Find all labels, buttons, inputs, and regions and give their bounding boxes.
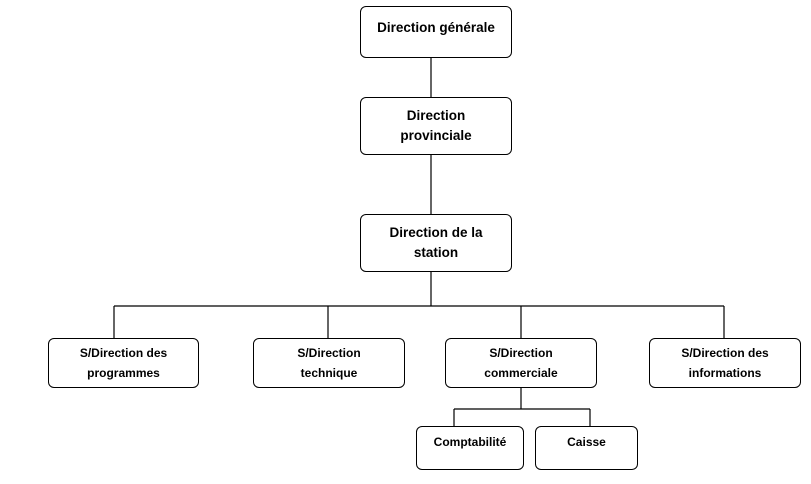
node-sdirection-informations: S/Direction des informations xyxy=(649,338,801,388)
node-direction-station: Direction de la station xyxy=(360,214,512,272)
node-direction-generale: Direction générale xyxy=(360,6,512,58)
node-sdirection-technique: S/Direction technique xyxy=(253,338,405,388)
node-comptabilite: Comptabilité xyxy=(416,426,524,470)
node-caisse: Caisse xyxy=(535,426,638,470)
node-sdirection-commerciale: S/Direction commerciale xyxy=(445,338,597,388)
node-direction-provinciale: Direction provinciale xyxy=(360,97,512,155)
node-sdirection-programmes: S/Direction des programmes xyxy=(48,338,199,388)
